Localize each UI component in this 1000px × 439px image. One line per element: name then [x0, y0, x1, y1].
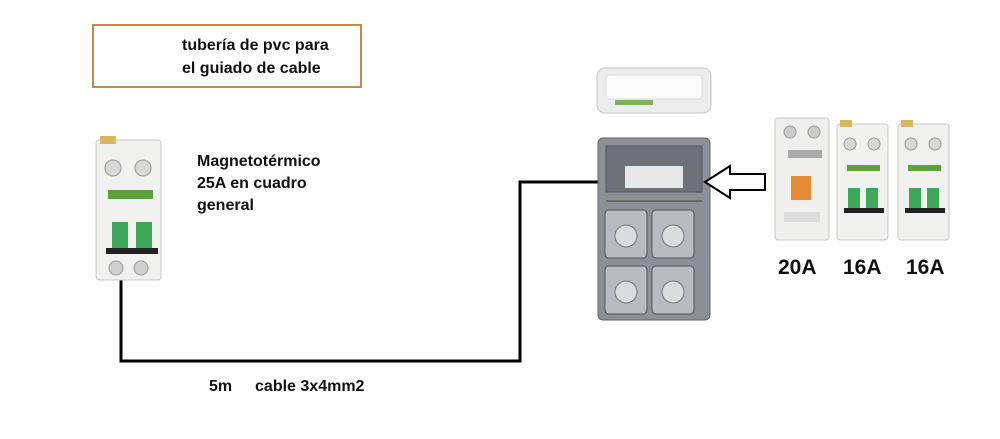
cable-spec: cable 3x4mm2 [255, 378, 365, 395]
breaker-16a-image-2 [897, 120, 950, 241]
emergency-light-image [596, 67, 712, 114]
main-breaker-image [95, 136, 162, 281]
arrow-left-icon [703, 164, 766, 200]
cable-length: 5m [209, 378, 233, 395]
pvc-label: tubería de pvc para el guiado de cable [182, 34, 329, 80]
cable-wire [119, 180, 600, 363]
pvc-label-box [92, 24, 362, 88]
breaker-16a-image-1 [836, 120, 889, 241]
main-breaker-label: Magnetotérmico 25A en cuadro general [197, 151, 321, 217]
rcd-device-image [774, 117, 830, 241]
main-breaker-label-line2: 25A en cuadro [197, 175, 307, 192]
main-breaker-label-line3: general [197, 197, 254, 214]
pvc-label-line2: el guiado de cable [182, 60, 321, 77]
pvc-label-line1: tubería de pvc para [182, 37, 329, 54]
main-breaker-label-line1: Magnetotérmico [197, 153, 321, 170]
rating-rcd: 20A [778, 256, 817, 279]
rating-breaker-1: 16A [843, 256, 882, 279]
rating-breaker-2: 16A [906, 256, 945, 279]
distribution-enclosure-image [597, 137, 711, 321]
cable-label: 5m cable 3x4mm2 [209, 378, 364, 396]
